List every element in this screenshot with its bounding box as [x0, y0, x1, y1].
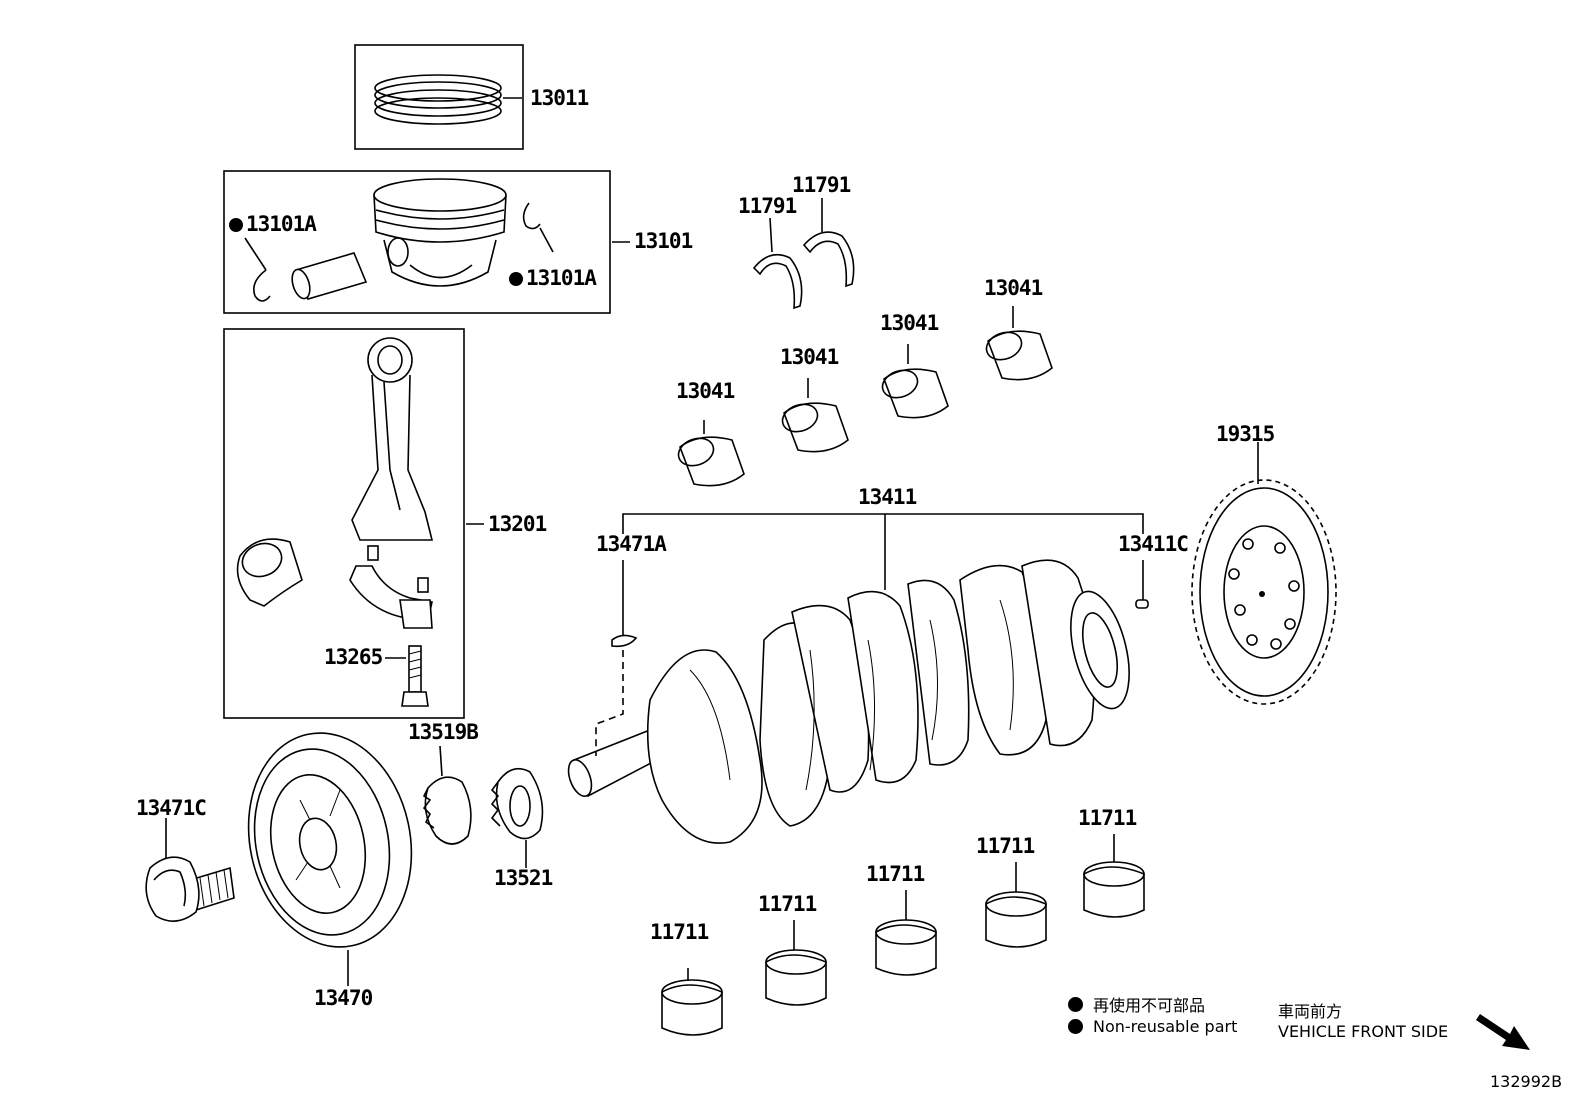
- label-13041-3: 13041: [880, 311, 939, 335]
- label-11711-3: 11711: [866, 862, 925, 886]
- label-13519b: 13519B: [408, 720, 479, 744]
- label-13411c: 13411C: [1118, 532, 1189, 556]
- piston-ring-set-drawing: [374, 74, 522, 125]
- piston-ring-set-box: [354, 44, 524, 150]
- label-13411: 13411: [858, 485, 917, 509]
- pulley-bolt-drawing: [145, 818, 235, 922]
- label-11711-2: 11711: [758, 892, 817, 916]
- label-13265: 13265: [324, 645, 383, 669]
- label-11711-4: 11711: [976, 834, 1035, 858]
- legend-text-en: Non-reusable part: [1093, 1017, 1238, 1036]
- legend-non-reusable-en: Non-reusable part: [1068, 1017, 1237, 1036]
- label-13041-4: 13041: [984, 276, 1043, 300]
- label-11711-1: 11711: [650, 920, 709, 944]
- piston-drawing: [244, 178, 630, 302]
- thrust-washers-drawing: [752, 198, 855, 310]
- label-13470: 13470: [314, 986, 373, 1010]
- label-19315: 19315: [1216, 422, 1275, 446]
- label-13041-2: 13041: [780, 345, 839, 369]
- connecting-rod-drawing: [236, 337, 484, 707]
- label-13011: 13011: [530, 86, 589, 110]
- front-label-en: VEHICLE FRONT SIDE: [1278, 1022, 1449, 1041]
- legend-non-reusable-jp: 再使用不可部品: [1068, 992, 1205, 1016]
- front-label-jp: 車両前方: [1278, 1002, 1343, 1021]
- filled-circle-icon: [1068, 1019, 1083, 1034]
- piston-sub-assy-box: [223, 170, 611, 314]
- label-13101a-right: 13101A: [526, 266, 597, 290]
- label-13471c: 13471C: [136, 796, 207, 820]
- signal-plate-drawing: [1191, 442, 1337, 705]
- crank-pulley-drawing: [247, 732, 413, 986]
- non-reusable-dot-icon: [229, 218, 243, 232]
- connecting-rod-box: [223, 328, 465, 719]
- arrow-down-right-icon: [1476, 1014, 1530, 1050]
- main-bearings-drawing: [661, 834, 1145, 1036]
- crank-key-and-sprocket-drawing: [422, 745, 544, 868]
- rod-bearings-drawing: [677, 306, 1053, 487]
- crankshaft-drawing: [567, 513, 1149, 844]
- document-id: 132992B: [1490, 1072, 1563, 1091]
- label-11791-right: 11791: [792, 173, 851, 197]
- legend-text-jp: 再使用不可部品: [1093, 996, 1206, 1015]
- label-13201: 13201: [488, 512, 547, 536]
- label-11791-left: 11791: [738, 194, 797, 218]
- filled-circle-icon: [1068, 996, 1083, 1012]
- label-13521: 13521: [494, 866, 553, 890]
- label-13041-1: 13041: [676, 379, 735, 403]
- label-13101a-left: 13101A: [246, 212, 317, 236]
- label-13101: 13101: [634, 229, 693, 253]
- label-11711-5: 11711: [1078, 806, 1137, 830]
- non-reusable-dot-icon: [509, 272, 523, 286]
- label-13471a: 13471A: [596, 532, 667, 556]
